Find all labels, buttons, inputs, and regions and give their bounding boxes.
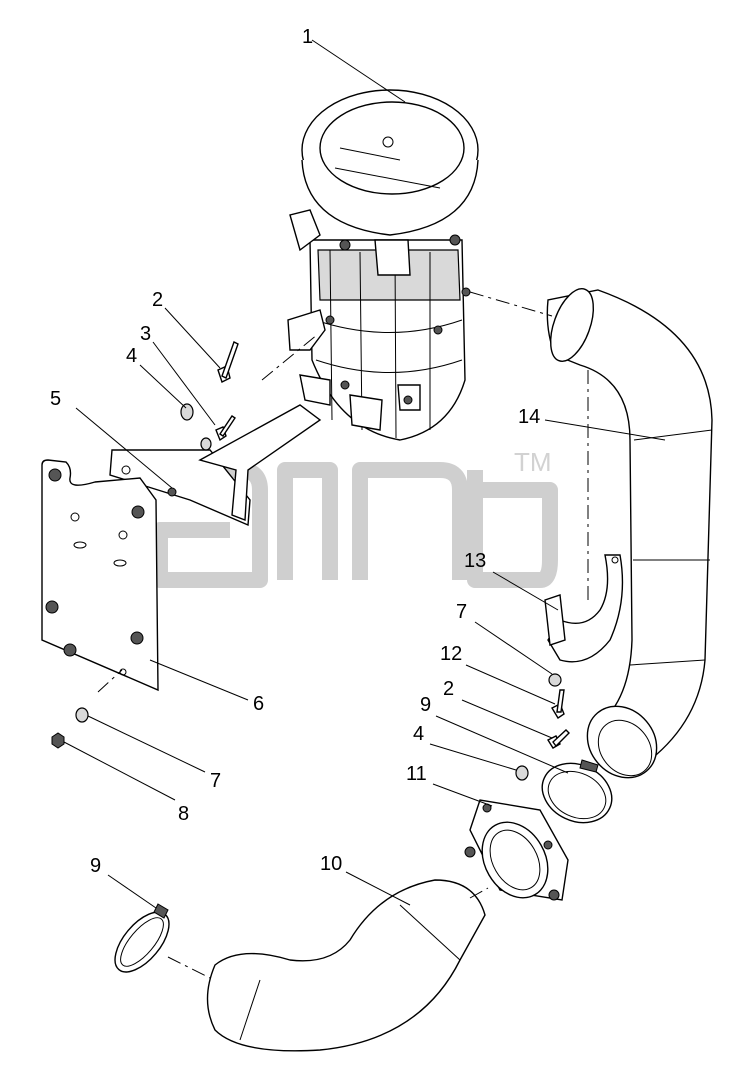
callout-3: 3 (140, 323, 151, 345)
flange-adapter-11 (464, 799, 569, 901)
nut-8 (51, 732, 65, 749)
callout-2-right: 2 (443, 678, 454, 700)
washer-7-left (75, 707, 89, 723)
callout-7-left: 7 (210, 770, 221, 792)
pipe-clamp-13 (544, 554, 624, 663)
callout-4-right: 4 (413, 723, 424, 745)
heater-unit (287, 89, 479, 441)
centerline-heater-bracket (261, 333, 319, 381)
callout-9-left: 9 (90, 855, 101, 877)
bolt-2-right (546, 729, 570, 749)
callout-12: 12 (440, 643, 462, 665)
trademark-label: TM (514, 447, 552, 477)
washer-7-right (548, 673, 562, 687)
hose-clamp-9-left (114, 903, 170, 973)
centerline-plate-washer (97, 669, 123, 693)
callout-8: 8 (178, 803, 189, 825)
callout-5: 5 (50, 388, 61, 410)
callout-6: 6 (253, 693, 264, 715)
centerline-heater-hose (469, 291, 553, 317)
bolt-2-left (217, 341, 239, 383)
mounting-bracket (109, 404, 322, 527)
bolt-12 (551, 689, 565, 719)
centerline-clamp-hose (167, 956, 211, 979)
leader-lines (63, 39, 666, 909)
callout-11: 11 (406, 763, 427, 785)
callout-10: 10 (320, 853, 342, 875)
washer-bracket (200, 437, 212, 451)
washer-4-right (515, 765, 529, 781)
callout-9-right: 9 (420, 694, 431, 716)
mounting-plate (41, 459, 159, 692)
hose-14 (546, 288, 713, 779)
callout-4-left: 4 (126, 345, 137, 367)
callout-2-left: 2 (152, 289, 163, 311)
hose-10 (206, 879, 486, 1052)
callout-14: 14 (518, 406, 540, 428)
centerline-hose-flange (469, 887, 489, 899)
callout-13: 13 (464, 550, 486, 572)
hose-clamp-9-right (541, 759, 613, 824)
washer-4-left (180, 403, 194, 421)
callout-7-right: 7 (456, 601, 467, 623)
screw-3 (215, 415, 236, 442)
watermark-logo: TM (152, 447, 558, 588)
callout-1: 1 (302, 26, 313, 48)
